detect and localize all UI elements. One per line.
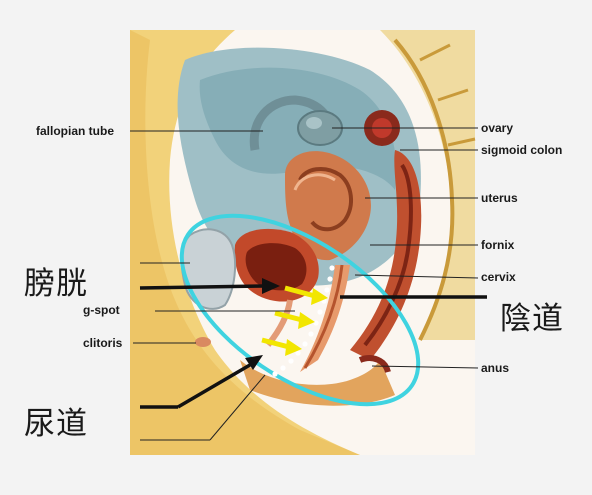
- label-fallopian-tube: fallopian tube: [36, 124, 114, 138]
- uterus-inner: [298, 167, 353, 232]
- label-ovary: ovary: [481, 121, 514, 135]
- label-sigmoid-colon: sigmoid colon: [481, 143, 563, 157]
- perineum: [240, 360, 395, 406]
- vertebra-3: [447, 137, 476, 147]
- label-fornix: fornix: [481, 238, 515, 252]
- vertebra-2: [437, 88, 469, 102]
- annotation-urethra: 尿道: [24, 406, 88, 442]
- vagina-wall: [303, 264, 344, 369]
- label-clitoris: clitoris: [83, 336, 123, 350]
- sacrum: [380, 30, 475, 340]
- sacrum-edge: [393, 38, 455, 341]
- label-anus: anus: [481, 361, 510, 375]
- clitoris-shape: [195, 337, 211, 347]
- anus-shape: [358, 355, 391, 374]
- leader-lines: [130, 127, 479, 441]
- black-arrows: [139, 278, 487, 409]
- annotation-bladder: 膀胱: [24, 266, 88, 302]
- label-uterus: uterus: [481, 191, 518, 205]
- pubic-bone: [180, 228, 237, 310]
- label-cervix: cervix: [481, 270, 516, 284]
- bladder-inner: [245, 243, 307, 291]
- ovary-highlight: [306, 117, 322, 129]
- uterus-lining: [293, 173, 336, 191]
- annotation-vagina: 陰道: [500, 301, 564, 337]
- dotted-marker: [272, 265, 335, 377]
- vertebra-1: [419, 43, 451, 62]
- yellow-arrows: [261, 285, 328, 356]
- highlight-ellipse: [179, 213, 421, 407]
- rectum-shape: [350, 150, 422, 360]
- rectum-inner: [363, 163, 413, 347]
- label-g-spot: g-spot: [83, 303, 120, 317]
- fat-layer: [130, 30, 360, 455]
